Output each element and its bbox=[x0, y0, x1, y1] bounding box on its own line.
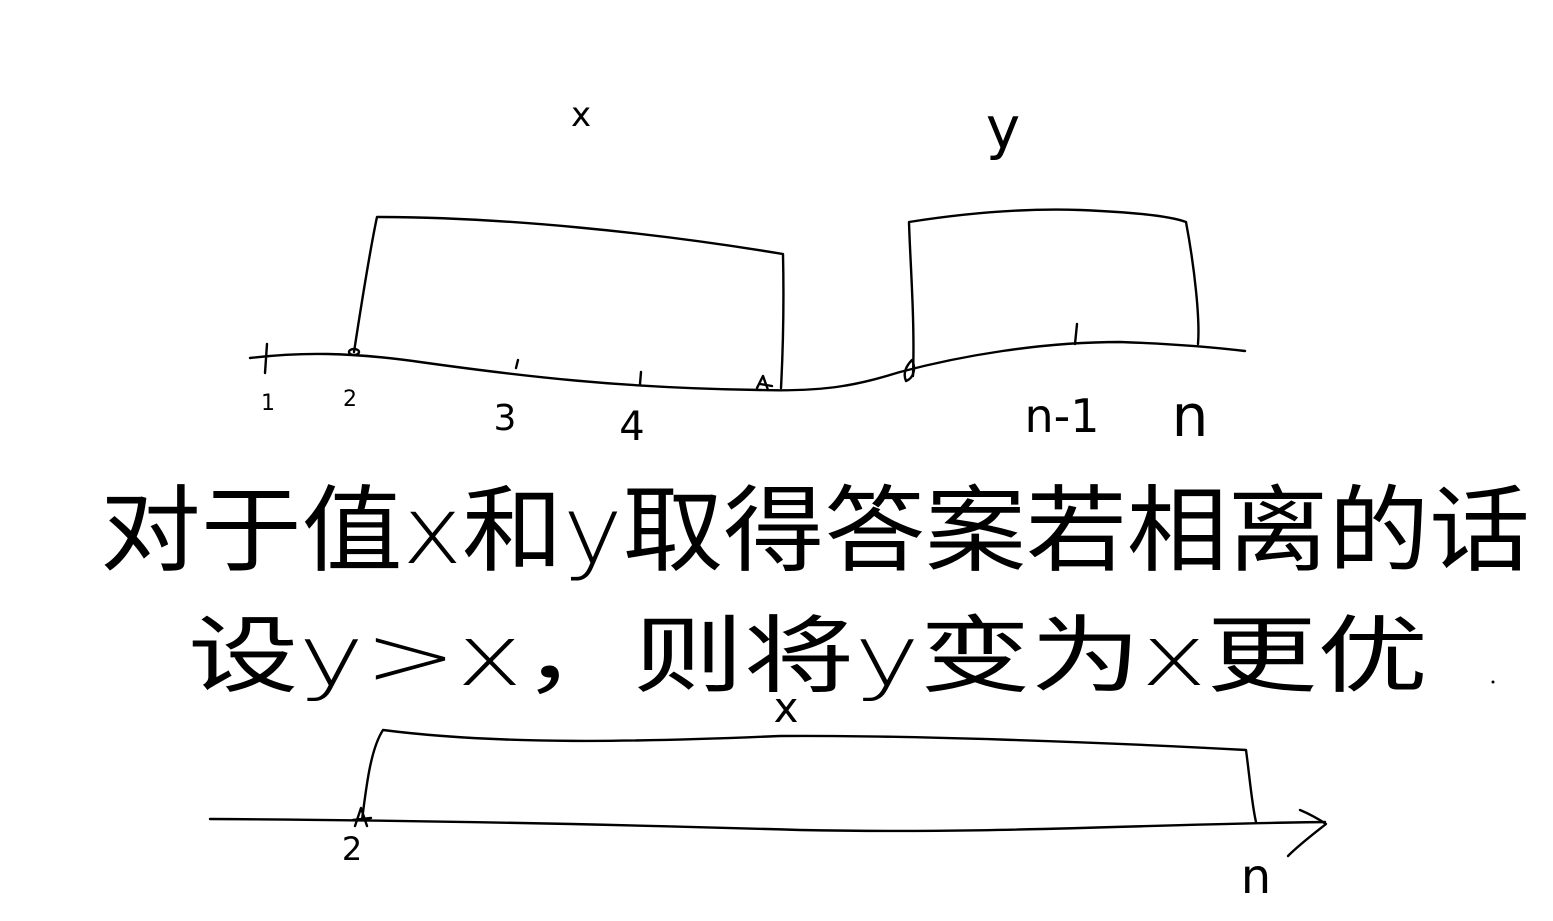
segment-label-y: y bbox=[986, 94, 1020, 162]
segment-label-x: x bbox=[571, 95, 591, 135]
segment-x-bracket bbox=[352, 215, 785, 390]
bottom-number-line bbox=[208, 817, 1327, 833]
axis-arrow-head bbox=[1286, 808, 1328, 858]
stray-ink-dot bbox=[1491, 680, 1495, 684]
tick-mark bbox=[263, 342, 269, 375]
tick-label-n-bottom: n bbox=[1241, 849, 1271, 905]
tick-label-2: 2 bbox=[343, 387, 357, 412]
segment-label-x-bottom: x bbox=[774, 683, 799, 732]
tick-label-1: 1 bbox=[261, 391, 275, 416]
tick-label-2-bottom: 2 bbox=[342, 830, 362, 868]
endpoint-marker-left-bottom bbox=[351, 806, 373, 828]
top-number-line-diagram: x y 1 2 3 4 n-1 n bbox=[248, 94, 1247, 450]
tick-label-4: 4 bbox=[619, 404, 644, 450]
tick-label-n: n bbox=[1172, 382, 1209, 450]
endpoint-marker-right-x bbox=[755, 374, 774, 392]
tick-label-3: 3 bbox=[494, 398, 517, 439]
tick-mark bbox=[638, 370, 643, 386]
endpoint-marker-left-y bbox=[903, 358, 916, 383]
top-number-line bbox=[248, 340, 1247, 392]
tick-mark bbox=[514, 358, 520, 370]
note-line-2: 设y>x，则将y变为x更优 bbox=[188, 607, 1428, 705]
segment-y-bracket bbox=[907, 208, 1200, 378]
segment-x-bracket-bottom bbox=[360, 728, 1258, 824]
note-line-1: 对于值x和y取得答案若相离的话 bbox=[100, 477, 1530, 586]
tick-mark bbox=[1073, 322, 1079, 346]
bottom-number-line-diagram: x 2 n bbox=[208, 683, 1328, 905]
handwritten-note: 对于值x和y取得答案若相离的话 设y>x，则将y变为x更优 bbox=[100, 477, 1530, 705]
tick-label-n-1: n-1 bbox=[1024, 389, 1099, 443]
endpoint-marker-left-x bbox=[347, 347, 361, 357]
